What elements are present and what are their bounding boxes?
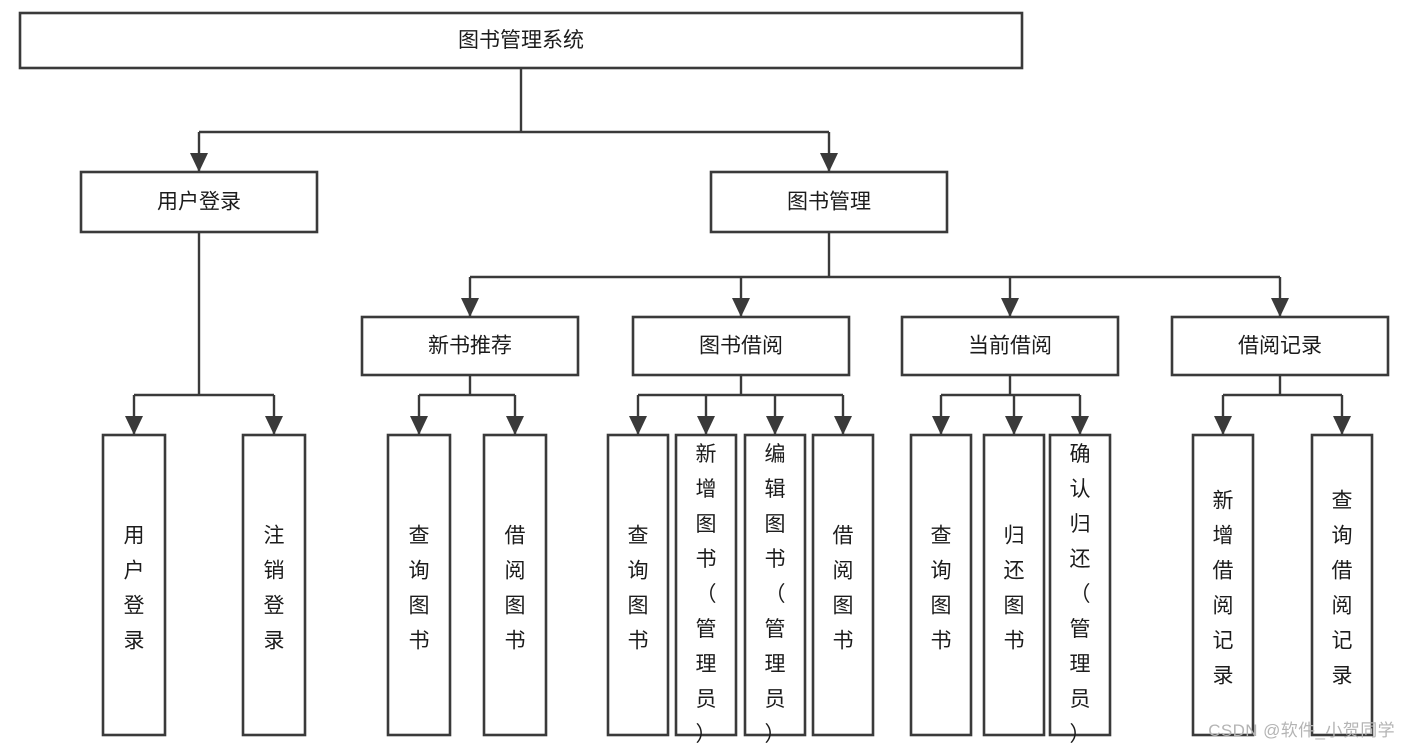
node-leaf-edit-book[interactable]: 编辑图书（管理员） xyxy=(743,433,807,746)
node-box-current-borrow xyxy=(900,315,1120,377)
arrow-head-icon xyxy=(1071,416,1089,435)
node-leaf-user-logout[interactable]: 注销登录 xyxy=(241,433,307,737)
node-label-leaf-borrow-book: 借阅图书 xyxy=(833,524,854,652)
node-label-leaf-add-record: 新增借阅记录 xyxy=(1213,489,1234,687)
node-box-new-book-rec xyxy=(360,315,580,377)
arrow-head-icon xyxy=(410,416,428,435)
node-label-user-login: 用户登录 xyxy=(157,191,241,214)
node-box-leaf-query-book-cur xyxy=(909,433,973,737)
node-label-root: 图书管理系统 xyxy=(458,29,584,52)
node-leaf-query-book-borrow[interactable]: 查询图书 xyxy=(606,433,670,737)
arrow-head-icon xyxy=(820,153,838,172)
node-borrow-record[interactable]: 借阅记录 xyxy=(1170,315,1390,377)
node-box-leaf-return-book xyxy=(982,433,1046,737)
node-box-borrow-record xyxy=(1170,315,1390,377)
arrow-head-icon xyxy=(697,416,715,435)
node-box-leaf-query-record xyxy=(1310,433,1374,737)
node-label-leaf-confirm-return: 确认归还（管理员） xyxy=(1070,443,1091,746)
node-box-leaf-edit-book xyxy=(743,433,807,737)
node-leaf-borrow-book[interactable]: 借阅图书 xyxy=(811,433,875,737)
arrow-head-icon xyxy=(190,153,208,172)
arrow-head-icon xyxy=(1333,416,1351,435)
arrow-head-icon xyxy=(506,416,524,435)
node-label-borrow-record: 借阅记录 xyxy=(1238,335,1322,358)
node-label-leaf-user-logout: 注销登录 xyxy=(264,524,285,652)
node-leaf-user-login[interactable]: 用户登录 xyxy=(101,433,167,737)
arrow-head-icon xyxy=(461,298,479,317)
arrow-head-icon xyxy=(1001,298,1019,317)
node-label-leaf-return-book: 归还图书 xyxy=(1004,524,1025,652)
arrow-head-icon xyxy=(932,416,950,435)
node-box-leaf-user-login xyxy=(101,433,167,737)
arrow-head-icon xyxy=(629,416,647,435)
node-box-leaf-borrow-book xyxy=(811,433,875,737)
node-box-leaf-query-book-borrow xyxy=(606,433,670,737)
arrow-head-icon xyxy=(265,416,283,435)
node-label-leaf-user-login: 用户登录 xyxy=(124,524,145,652)
node-box-leaf-add-book xyxy=(674,433,738,737)
node-book-borrow[interactable]: 图书借阅 xyxy=(631,315,851,377)
node-root[interactable]: 图书管理系统 xyxy=(18,11,1024,70)
arrow-head-icon xyxy=(125,416,143,435)
node-box-leaf-user-logout xyxy=(241,433,307,737)
node-current-borrow[interactable]: 当前借阅 xyxy=(900,315,1120,377)
arrow-head-icon xyxy=(1271,298,1289,317)
node-label-leaf-edit-book: 编辑图书（管理员） xyxy=(765,443,786,746)
node-label-current-borrow: 当前借阅 xyxy=(968,335,1052,358)
node-layer: 图书管理系统用户登录图书管理新书推荐图书借阅当前借阅借阅记录用户登录注销登录查询… xyxy=(18,11,1390,746)
node-leaf-borrow-book-rec[interactable]: 借阅图书 xyxy=(482,433,548,737)
node-box-book-borrow xyxy=(631,315,851,377)
node-box-book-manage xyxy=(709,170,949,234)
node-label-new-book-rec: 新书推荐 xyxy=(428,335,512,358)
node-label-leaf-query-book-borrow: 查询图书 xyxy=(628,524,649,652)
arrow-head-icon xyxy=(834,416,852,435)
node-user-login[interactable]: 用户登录 xyxy=(79,170,319,234)
node-book-manage[interactable]: 图书管理 xyxy=(709,170,949,234)
node-label-book-borrow: 图书借阅 xyxy=(699,335,783,358)
node-leaf-confirm-return[interactable]: 确认归还（管理员） xyxy=(1048,433,1112,746)
node-box-root xyxy=(18,11,1024,70)
node-box-user-login xyxy=(79,170,319,234)
node-leaf-query-book-cur[interactable]: 查询图书 xyxy=(909,433,973,737)
node-box-leaf-query-book-rec xyxy=(386,433,452,737)
node-box-leaf-confirm-return xyxy=(1048,433,1112,737)
node-label-leaf-borrow-book-rec: 借阅图书 xyxy=(505,524,526,652)
node-label-leaf-query-book-rec: 查询图书 xyxy=(409,524,430,652)
node-label-leaf-query-record: 查询借阅记录 xyxy=(1332,489,1353,687)
node-leaf-add-record[interactable]: 新增借阅记录 xyxy=(1191,433,1255,737)
node-label-leaf-add-book: 新增图书（管理员） xyxy=(696,443,717,746)
node-leaf-query-record[interactable]: 查询借阅记录 xyxy=(1310,433,1374,737)
node-leaf-add-book[interactable]: 新增图书（管理员） xyxy=(674,433,738,746)
node-label-leaf-query-book-cur: 查询图书 xyxy=(931,524,952,652)
node-box-leaf-add-record xyxy=(1191,433,1255,737)
node-label-book-manage: 图书管理 xyxy=(787,191,871,214)
arrow-head-icon xyxy=(766,416,784,435)
arrow-head-icon xyxy=(732,298,750,317)
node-box-leaf-borrow-book-rec xyxy=(482,433,548,737)
arrow-head-icon xyxy=(1214,416,1232,435)
arrow-head-icon xyxy=(1005,416,1023,435)
node-leaf-return-book[interactable]: 归还图书 xyxy=(982,433,1046,737)
connector-layer xyxy=(125,68,1351,435)
node-new-book-rec[interactable]: 新书推荐 xyxy=(360,315,580,377)
node-leaf-query-book-rec[interactable]: 查询图书 xyxy=(386,433,452,737)
